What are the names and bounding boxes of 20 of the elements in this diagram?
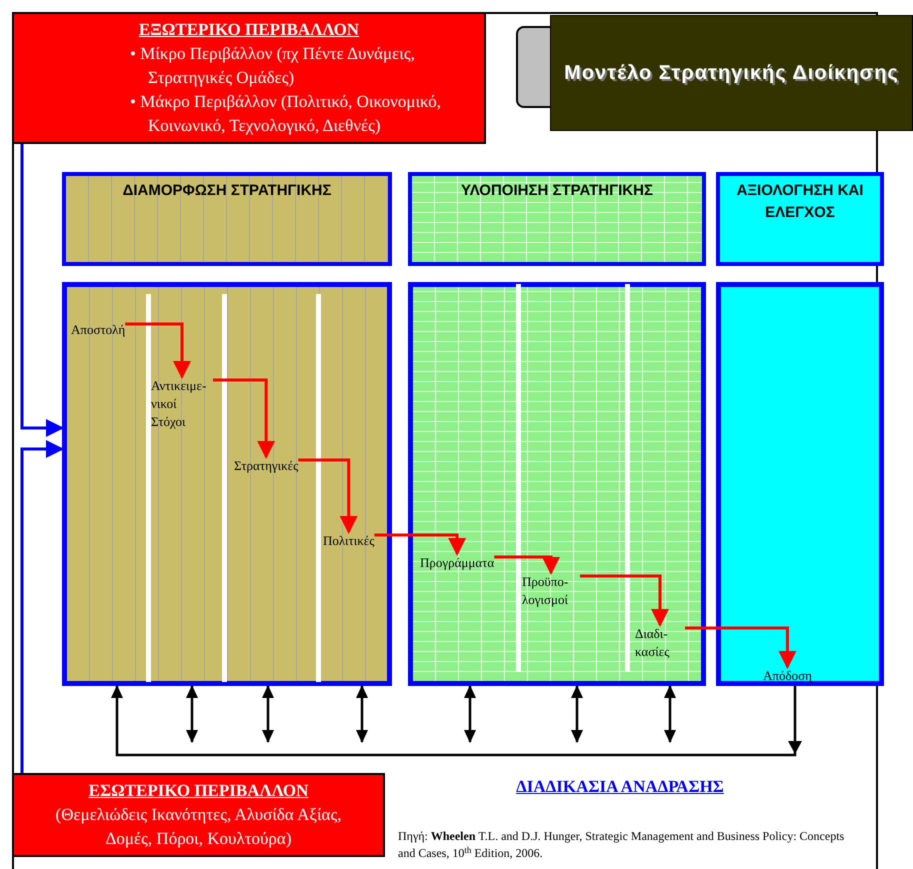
stage-panel	[408, 282, 706, 686]
step-label: Πολιτικές	[323, 532, 374, 550]
step-label: Διαδι- κασίες	[635, 625, 685, 661]
stage-header: ΥΛΟΠΟΙΗΣΗ ΣΤΡΑΤΗΓΙΚΗΣ	[408, 172, 706, 266]
title-backplate	[516, 26, 550, 108]
step-label: Απόδοση	[763, 667, 812, 685]
step-label: Προγράμματα	[420, 554, 494, 572]
step-label: Αντικειμε- νικοί Στόχοι	[151, 377, 213, 431]
stage-header: ΔΙΑΜΟΡΦΩΣΗ ΣΤΡΑΤΗΓΙΚΗΣ	[62, 172, 392, 266]
step-label: Προϋπο- λογισμοί	[522, 573, 580, 609]
stage-panel	[62, 282, 392, 686]
environment-box: ΕΞΩΤΕΡΙΚΟ ΠΕΡΙΒΑΛΛΟΝ • Μίκρο Περιβάλλον (πχ Πέντε Δυνάμεις, Στρατηγικές Ομάδες) • Μάκρο Περιβάλλον (Πολιτικό, Οικονομικό, Κοινωνικό, Τεχνολογικό, Διεθνές)	[12, 12, 486, 144]
stage-panel	[716, 282, 884, 686]
diagram-title: Μοντέλο Στρατηγικής Διοίκησης	[550, 15, 913, 131]
step-label: Αποστολή	[71, 321, 126, 339]
step-label: Στρατηγικές	[234, 457, 298, 475]
environment-box: ΕΣΩΤΕΡΙΚΟ ΠΕΡΙΒΑΛΛΟΝ (Θεμελιώδεις Ικανότητες, Αλυσίδα Αξίας, Δομές, Πόροι, Κουλτούρα)	[12, 773, 385, 857]
stage-header: ΑΞΙΟΛΟΓΗΣΗ ΚΑΙ ΕΛΕΓΧΟΣ	[716, 172, 884, 266]
source-note: Πηγή: Wheelen T.L. and D.J. Hunger, Strategic Management and Business Policy: Concepts and Cases, 10$^{th}$ Edition, 2006.	[398, 828, 846, 862]
feedback-caption: ΔΙΑΔΙΚΑΣΙΑ ΑΝΑΔΡΑΣΗΣ	[515, 776, 725, 798]
